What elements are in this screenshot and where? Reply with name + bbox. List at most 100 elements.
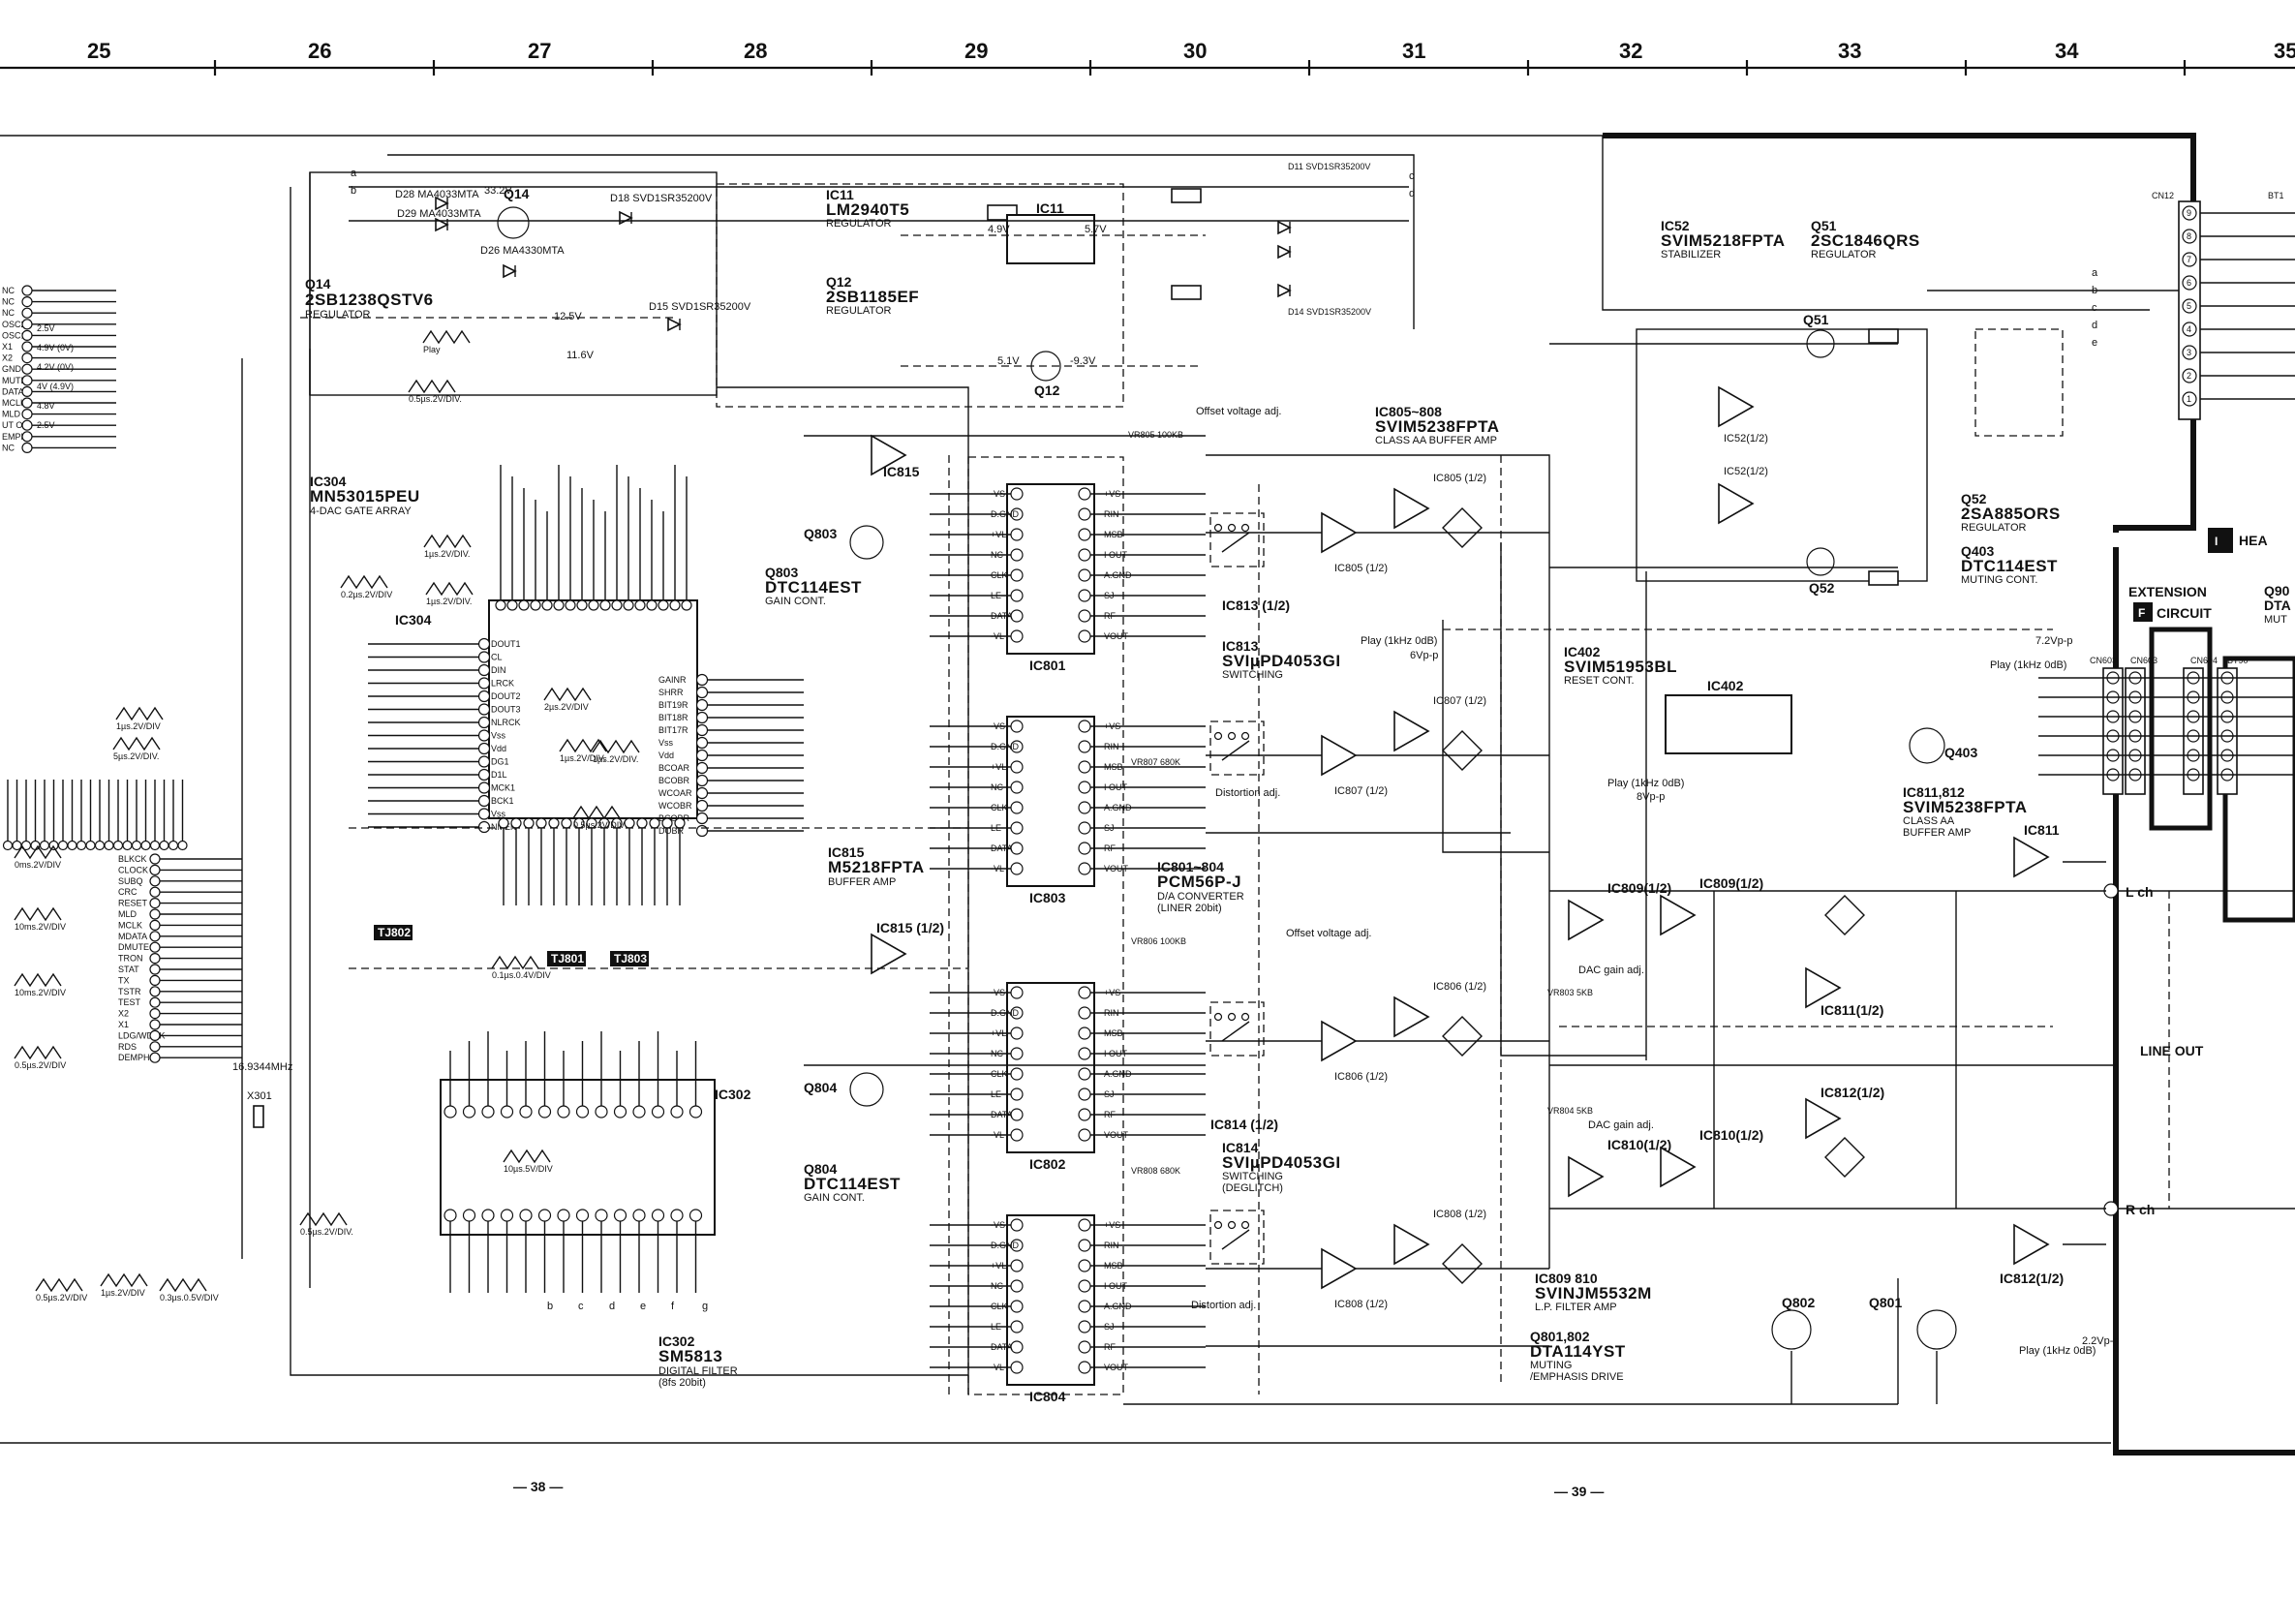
connector-pin <box>2182 322 2197 337</box>
left-pin-label: X2 <box>2 353 13 363</box>
left-mid-label: DMUTE <box>118 942 149 952</box>
ic-pin <box>477 781 491 794</box>
ic-pin <box>500 1105 514 1118</box>
ic809-part: SVINJM5532M <box>1535 1284 1652 1302</box>
ic304-pin-label: WCOAR <box>658 788 692 798</box>
ic304-pin-label: DOUT3 <box>491 705 521 715</box>
ic-pin <box>1078 720 1091 733</box>
opamp-label: IC808 (1/2) <box>1433 1209 1486 1220</box>
ic-pin <box>1010 609 1024 623</box>
ic-pin <box>1078 1006 1091 1020</box>
extension-label-2: CIRCUIT <box>2157 605 2212 621</box>
ic-pin <box>1010 528 1024 541</box>
ruler-number: 30 <box>1183 39 1207 63</box>
switch-arm <box>1221 1229 1250 1250</box>
diode-symbol <box>435 196 449 211</box>
ic-pin <box>1010 842 1024 855</box>
ic304-pin-label: Vss <box>658 738 674 748</box>
ic-pin <box>481 1105 495 1118</box>
ic811-section: IC811,812 SVIM5238FPTA CLASS AA BUFFER A… <box>1805 784 2064 1286</box>
q802-label: Q802 <box>1782 1295 1815 1310</box>
ruler-number: 35 <box>2274 39 2295 63</box>
q801-transistor <box>1916 1309 1957 1350</box>
ic-pin <box>1078 1026 1091 1040</box>
ic-pin <box>537 1105 552 1118</box>
page-number-left: — 38 — <box>513 1479 563 1494</box>
left-mid-label: MDATA <box>118 932 147 941</box>
lp-filter-section: IC809(1/2)IC809(1/2)IC810(1/2)IC810(1/2)… <box>1535 875 2106 1313</box>
ic-pin <box>695 723 709 737</box>
play-note: Play (1kHz 0dB) <box>2019 1345 2096 1357</box>
ic304-pin-label: BIT17R <box>658 725 688 735</box>
r-ch-label: R ch <box>2126 1202 2155 1217</box>
ic304-pin-label: D1L <box>491 770 507 780</box>
ic-pin <box>519 1209 533 1222</box>
ic-pin <box>557 1105 570 1118</box>
ic805-title: IC805~808 <box>1375 404 1442 419</box>
ruler-number: 25 <box>87 39 110 63</box>
ic402-ref: IC402 <box>1564 644 1601 659</box>
supply-wire <box>387 154 1415 329</box>
top-ruler: 25 26 27 28 29 30 31 32 33 34 35 <box>0 39 2295 76</box>
diode-label: D18 SVD1SR35200V <box>610 193 713 204</box>
ic302-role: DIGITAL FILTER <box>658 1365 738 1377</box>
ic-pin <box>536 817 547 829</box>
ic815-opamp-a <box>871 434 907 476</box>
ic805-part: SVIM5238FPTA <box>1375 417 1500 436</box>
ic52-part: SVIM5218FPTA <box>1661 231 1786 250</box>
ic-pin <box>76 840 87 851</box>
connector-pin-number: 8 <box>2187 231 2191 241</box>
ic-pin <box>21 431 33 443</box>
waveform-trace <box>340 574 388 590</box>
ic-pin <box>2 840 14 851</box>
ic-pin <box>695 711 709 724</box>
switch-arm <box>1221 532 1250 553</box>
ic-pin <box>649 817 660 829</box>
switch-arm <box>1221 740 1250 761</box>
opamp <box>1568 1155 1605 1198</box>
q802-transistor <box>1771 1309 1812 1350</box>
left-mid-label: MLD <box>118 909 138 919</box>
ic304-pin-label: DOBR <box>658 826 685 836</box>
fuse <box>1171 188 1202 203</box>
waveform-trace <box>14 972 62 988</box>
ic-pin <box>149 886 161 898</box>
ic-pin <box>651 1105 665 1118</box>
waveform-trace <box>14 844 62 860</box>
vr-label: VR806 100KB <box>1131 936 1186 946</box>
waveform-trace <box>112 736 161 751</box>
fuse <box>1868 570 1899 586</box>
dac-section: IC801-VSD.GND+VLNCCLKLEDATA-VL+VSRINMSBI… <box>930 456 1244 1404</box>
resistor-bridge <box>1442 507 1483 548</box>
ic304-desc: 4-DAC GATE ARRAY <box>310 506 412 517</box>
connector-pin-number: 2 <box>2187 371 2191 381</box>
ic304-pin-label: BCK1 <box>491 796 514 806</box>
ic-pin <box>21 385 33 397</box>
ic-pin <box>1010 589 1024 602</box>
ic-pin <box>21 329 33 341</box>
connector-pin-number: 3 <box>2187 348 2191 357</box>
waveform-trace <box>572 805 621 820</box>
left-pin-label: GND <box>2 364 22 374</box>
circuit-trace <box>1206 454 1550 1269</box>
switch-contact <box>1227 523 1237 533</box>
ic-pin <box>624 817 635 829</box>
diode-label: D14 SVD1SR35200V <box>1288 307 1371 317</box>
connector-pin <box>2182 368 2197 383</box>
ic-pin <box>1010 1108 1024 1121</box>
opamp-label: IC805 (1/2) <box>1334 563 1388 574</box>
ic-pin <box>557 1209 570 1222</box>
ic811-title: IC811,812 <box>1903 784 1965 800</box>
ruler-number: 27 <box>528 39 551 63</box>
ic-pin <box>651 1209 665 1222</box>
ic52-opamp-a <box>1718 385 1755 428</box>
partial-label: Q90 <box>2264 583 2290 598</box>
q804-ref: Q804 <box>804 1161 837 1177</box>
partial-label: MUT <box>2264 614 2287 626</box>
q51-label: Q51 <box>1803 312 1829 327</box>
cn12-label: CN12 <box>2152 191 2174 200</box>
left-pin-label: UT ON <box>2 420 29 430</box>
q403-part: DTC114EST <box>1961 557 2058 575</box>
ic815-opamp-b <box>871 933 907 975</box>
